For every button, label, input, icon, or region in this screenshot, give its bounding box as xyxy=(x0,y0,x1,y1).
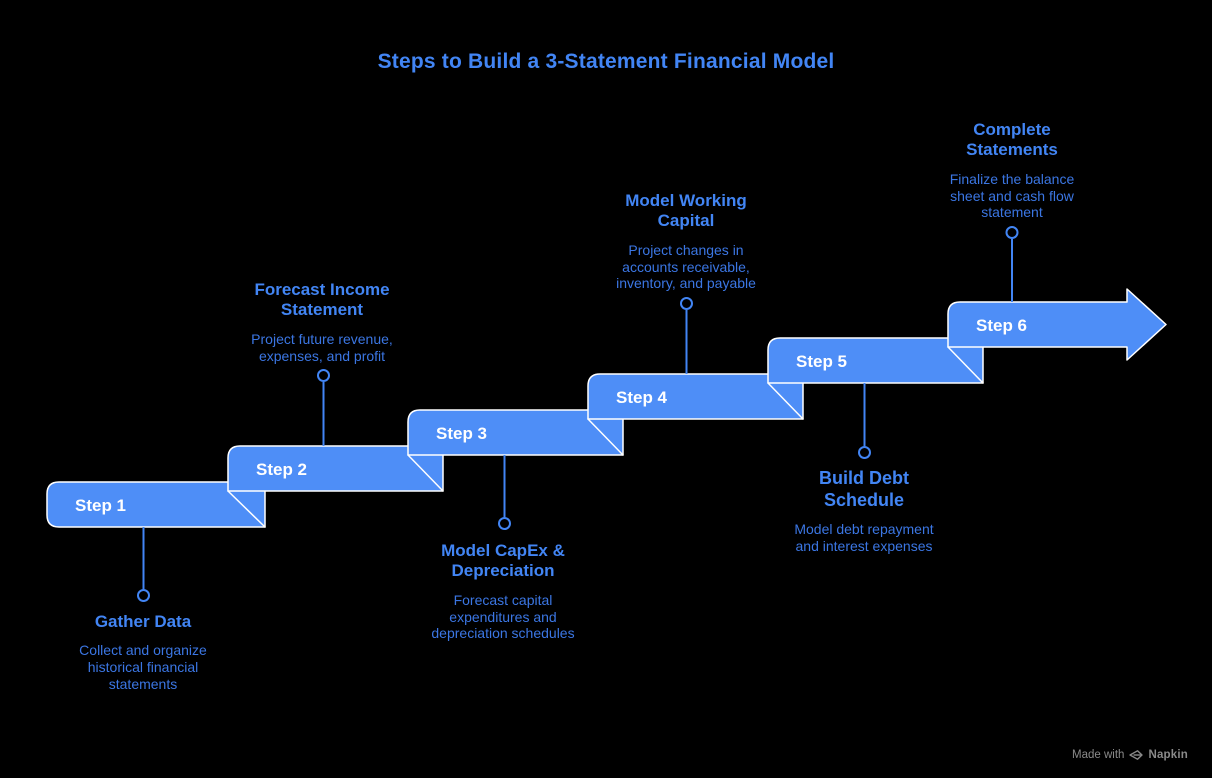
step-label-3: Step 3 xyxy=(436,424,487,443)
connector-dot xyxy=(498,517,511,530)
callout-step-6: Complete Statements Finalize the balance… xyxy=(932,120,1092,221)
napkin-pen-icon xyxy=(1129,750,1144,760)
connector-dot xyxy=(317,369,330,382)
connector-6 xyxy=(1005,226,1019,302)
callout-description: Project changes in accounts receivable, … xyxy=(616,241,756,292)
callout-description: Model debt repayment and interest expens… xyxy=(794,521,934,554)
callout-step-4: Model Working Capital Project changes in… xyxy=(600,191,772,292)
connector-5 xyxy=(858,383,871,459)
callout-description: Project future revenue, expenses, and pr… xyxy=(251,330,393,364)
callout-title: Forecast Income Statement xyxy=(254,280,390,320)
step-bar-6-arrow xyxy=(947,288,1167,361)
credit-brand: Napkin xyxy=(1148,749,1188,761)
callout-title: Gather Data xyxy=(94,612,192,631)
callout-step-5: Build Debt Schedule Model debt repayment… xyxy=(782,468,947,555)
callout-title: Complete Statements xyxy=(966,120,1058,160)
fold-line-3-4 xyxy=(587,418,624,456)
diagram-title: Steps to Build a 3-Statement Financial M… xyxy=(377,50,835,73)
callout-description: Collect and organize historical financia… xyxy=(79,642,207,692)
connector-2 xyxy=(317,369,330,446)
step-group-5 xyxy=(767,337,984,420)
connector-dot xyxy=(858,446,871,459)
callout-title: Build Debt Schedule xyxy=(819,468,909,510)
fold-line-2-3 xyxy=(407,454,444,492)
callout-step-2: Forecast Income Statement Project future… xyxy=(236,280,408,364)
step-bar-4 xyxy=(587,373,804,420)
step-group-6 xyxy=(947,288,1167,384)
fold-line-1-2 xyxy=(227,490,266,528)
step-bar-3 xyxy=(407,409,624,456)
callout-description: Finalize the balance sheet and cash flow… xyxy=(949,170,1075,221)
connector-dot xyxy=(137,589,150,602)
step-bar-1 xyxy=(46,481,266,528)
connector-dot xyxy=(1005,226,1019,239)
fold-line-5-6 xyxy=(947,346,984,384)
step-label-5: Step 5 xyxy=(796,352,847,371)
callout-step-1: Gather Data Collect and organize histori… xyxy=(67,612,219,693)
connector-1 xyxy=(137,527,150,602)
callout-title: Model CapEx & Depreciation xyxy=(441,541,565,581)
step-group-4 xyxy=(587,373,804,456)
step-group-3 xyxy=(407,409,624,492)
callout-title: Model Working Capital xyxy=(625,191,747,231)
connector-dot xyxy=(680,297,693,310)
step-label-6: Step 6 xyxy=(976,316,1027,335)
step-group-2 xyxy=(227,445,444,528)
credit-prefix: Made with xyxy=(1072,749,1125,761)
step-label-1: Step 1 xyxy=(75,496,126,515)
connector-4 xyxy=(680,297,693,374)
callout-step-3: Model CapEx & Depreciation Forecast capi… xyxy=(416,541,591,642)
step-bar-5 xyxy=(767,337,984,384)
connector-3 xyxy=(498,455,511,530)
napkin-credit: Made with Napkin xyxy=(1072,749,1188,761)
step-label-2: Step 2 xyxy=(256,460,307,479)
fold-line-4-5 xyxy=(767,382,804,420)
step-bar-2 xyxy=(227,445,444,492)
callout-description: Forecast capital expenditures and deprec… xyxy=(431,591,575,642)
step-label-4: Step 4 xyxy=(616,388,668,407)
step-group-1 xyxy=(46,481,266,528)
